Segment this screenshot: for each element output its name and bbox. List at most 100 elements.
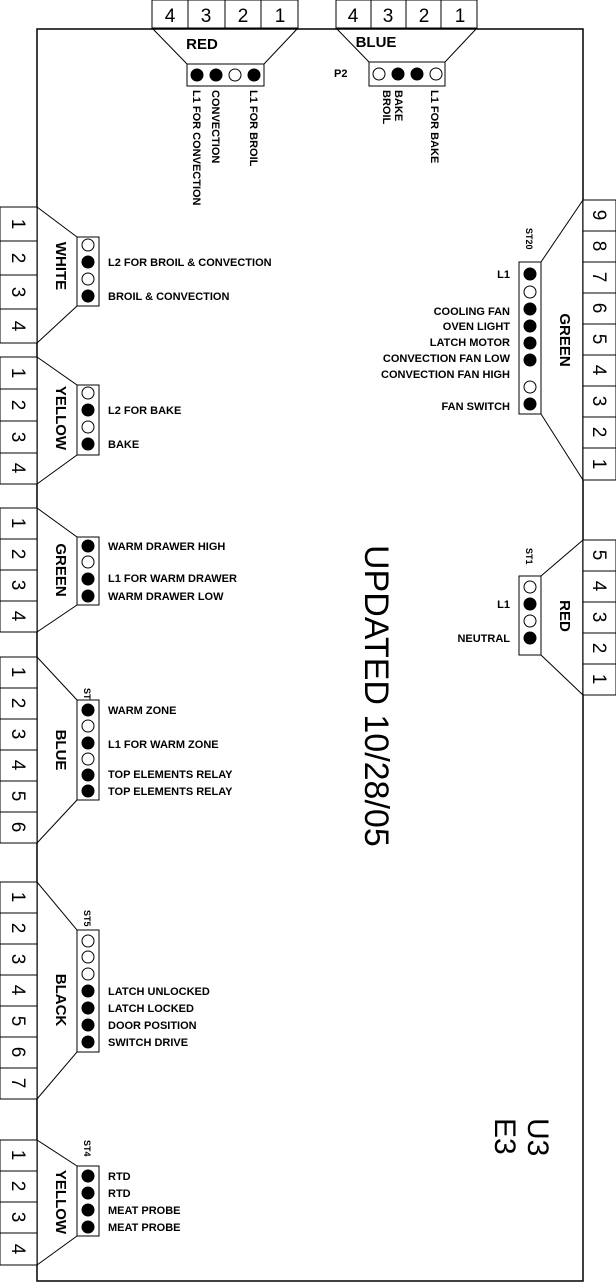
wire-label: COOLING FAN <box>434 306 510 318</box>
pin-number: 6 <box>7 1047 28 1058</box>
connector-tag: P2 <box>334 68 347 80</box>
pin-number: 1 <box>7 368 28 379</box>
connector-right-red: 5 4 3 2 1 RED ST1 L1 NEUTRAL <box>457 539 616 696</box>
pin-number: 9 <box>588 210 609 221</box>
connector-pin <box>523 631 537 645</box>
connector-pin <box>81 719 95 733</box>
connector-top-red: 4 3 2 1 RED L1 FOR CONVECTION CONVECTION… <box>151 0 299 206</box>
connector-pin <box>523 597 537 611</box>
connector-pin <box>81 967 95 981</box>
pin-number: 7 <box>588 272 609 283</box>
connector-color-label: GREEN <box>556 313 573 366</box>
connector-pin <box>81 555 95 569</box>
connector-pin <box>523 580 537 594</box>
pin-number: 1 <box>7 1150 28 1161</box>
connector-pin <box>81 255 95 269</box>
connector-tag: ST20 <box>524 228 534 250</box>
connector-pin <box>81 1220 95 1234</box>
connector-color-label: GREEN <box>52 543 69 596</box>
connector-pin <box>523 319 537 333</box>
connector-left-green: 1 2 3 4 GREEN WARM DRAWER HIGH L1 FOR WA… <box>0 507 237 633</box>
pin-number: 2 <box>419 6 430 27</box>
pin-number: 3 <box>7 287 28 298</box>
wire-label: WARM DRAWER LOW <box>108 591 224 603</box>
pin-number: 4 <box>7 760 28 771</box>
pin-number: 3 <box>7 580 28 591</box>
pin-number: 2 <box>7 698 28 709</box>
pin-number: 5 <box>588 334 609 345</box>
pin-number: 4 <box>348 6 359 27</box>
wire-label: NEUTRAL <box>457 633 510 645</box>
pin-number: 3 <box>383 6 394 27</box>
wire-label: BROIL & CONVECTION <box>108 291 229 303</box>
connector-pin <box>410 67 424 81</box>
connector-pin <box>391 67 405 81</box>
wire-label: CONVECTION FAN LOW <box>383 353 511 365</box>
connector-pin <box>81 736 95 750</box>
connector-color-label: RED <box>186 36 218 53</box>
connector-pin <box>81 403 95 417</box>
wire-label: L1 <box>497 269 510 281</box>
connector-color-label: BLUE <box>52 730 69 771</box>
connector-pin <box>247 68 261 82</box>
updated-date-label: UPDATED 10/28/05 <box>357 545 395 847</box>
wire-label: LATCH LOCKED <box>108 1003 194 1015</box>
wire-label: L1 <box>497 599 510 611</box>
connector-pin <box>81 768 95 782</box>
connector-left-yellow-2: 1 2 3 4 YELLOW ST4 RTD RTD MEAT PROBE ME… <box>0 1139 181 1266</box>
pin-number: 5 <box>7 791 28 802</box>
connector-pin <box>81 1186 95 1200</box>
pin-number: 1 <box>588 674 609 685</box>
wire-label: L1 FOR WARM DRAWER <box>108 573 237 585</box>
connector-pin <box>81 437 95 451</box>
connector-pin <box>81 272 95 286</box>
wire-label: WARM ZONE <box>108 705 176 717</box>
wire-label: LATCH UNLOCKED <box>108 986 210 998</box>
pin-number: 1 <box>7 219 28 230</box>
connector-pin <box>209 68 223 82</box>
pin-number: 5 <box>7 1016 28 1027</box>
connector-pin <box>81 703 95 717</box>
wire-label: BROIL <box>380 90 392 125</box>
connector-pin <box>81 238 95 252</box>
connector-right-green: 9 8 7 6 5 4 3 2 1 GREEN ST20 L1 COOLING … <box>381 199 616 481</box>
connector-pin <box>372 67 386 81</box>
connector-pin <box>429 67 443 81</box>
pin-number: 2 <box>7 400 28 411</box>
connector-top-blue: 4 3 2 1 BLUE P2 BAKE BROIL L1 FOR BAKE <box>334 0 478 163</box>
wire-label: L1 FOR CONVECTION <box>190 90 202 206</box>
connector-pin <box>523 285 537 299</box>
pin-number: 2 <box>238 6 249 27</box>
pin-number: 4 <box>7 985 28 996</box>
wire-label: L1 FOR BROIL <box>247 90 259 167</box>
pin-number: 3 <box>201 6 212 27</box>
wire-label: LATCH MOTOR <box>430 337 510 349</box>
wire-label: MEAT PROBE <box>108 1205 181 1217</box>
pin-number: 4 <box>7 321 28 332</box>
pin-number: 3 <box>588 396 609 407</box>
connector-tag: ST4 <box>82 1140 92 1157</box>
connector-left-black: 1 2 3 4 5 6 7 BLACK ST5 LATCH UNLOCKED L… <box>0 881 210 1100</box>
wire-label: RTD <box>108 1188 131 1200</box>
wire-label: CONVECTION <box>209 90 221 163</box>
connector-left-white: 1 2 3 4 WHITE L2 FOR BROIL & CONVECTION … <box>0 206 272 344</box>
connector-pin <box>523 267 537 281</box>
wire-label: CONVECTION FAN HIGH <box>381 369 510 381</box>
connector-pin <box>81 289 95 303</box>
connector-left-blue: 1 2 3 4 5 6 BLUE ST6 WARM ZONE L1 FOR WA… <box>0 656 233 844</box>
connector-pin <box>81 386 95 400</box>
pin-number: 1 <box>275 6 286 27</box>
connector-tag: ST5 <box>82 910 92 927</box>
pin-number: 4 <box>588 581 609 592</box>
pin-number: 1 <box>455 6 466 27</box>
wire-label: SWITCH DRIVE <box>108 1037 188 1049</box>
pin-number: 2 <box>7 923 28 934</box>
wire-label: TOP ELEMENTS RELAY <box>108 786 233 798</box>
wire-label: L1 FOR BAKE <box>428 90 440 163</box>
pin-number: 3 <box>588 612 609 623</box>
wire-label: DOOR POSITION <box>108 1020 197 1032</box>
wire-label: OVEN LIGHT <box>443 321 511 333</box>
connector-pin <box>523 336 537 350</box>
pin-number: 2 <box>588 643 609 654</box>
